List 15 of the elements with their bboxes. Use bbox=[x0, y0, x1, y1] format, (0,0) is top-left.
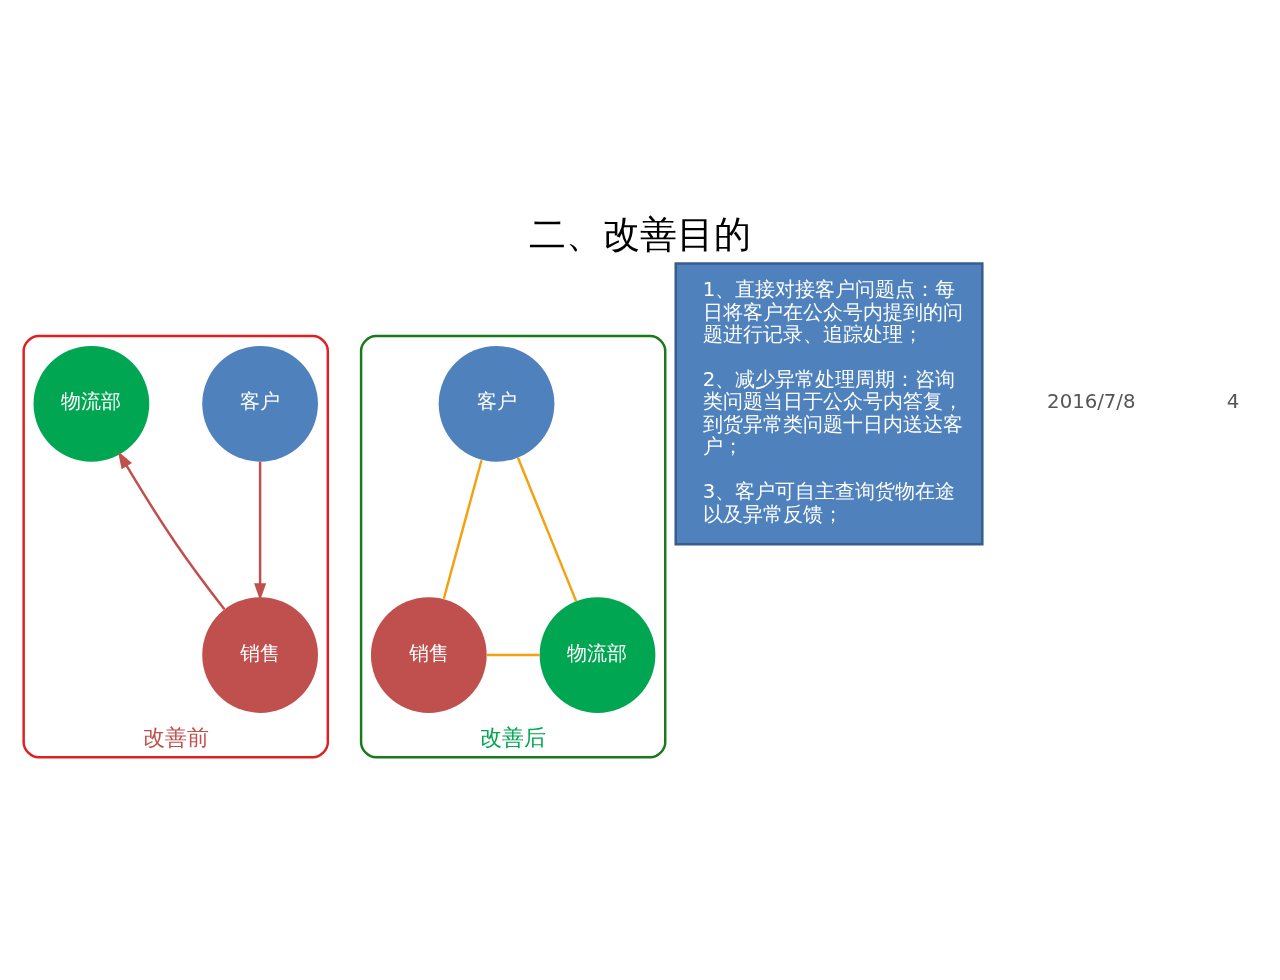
label: 4 bbox=[1226, 390, 1240, 414]
connector bbox=[486, 653, 540, 657]
label: 2016/7/8 bbox=[1047, 390, 1136, 414]
node-box: 1、直接对接客户问题点：每日将客户在公众号内提到的问题进行记录、追踪处理； 2、减少异常处理周期：咨询类问题当日于公众号内答复，到货异常类问题十日内送达客户； 3、客户可自主查询货物在途以及异常反馈； bbox=[674, 262, 984, 546]
node-circle: 销售 bbox=[202, 597, 318, 713]
diagram-title: 二、改善目的 bbox=[529, 213, 751, 257]
arrow bbox=[117, 451, 226, 610]
node-circle: 物流部 bbox=[539, 597, 656, 713]
arrow bbox=[254, 461, 267, 601]
node-circle: 物流部 bbox=[33, 345, 150, 462]
node-circle: 客户 bbox=[202, 345, 318, 462]
node-circle: 销售 bbox=[370, 597, 487, 713]
connector bbox=[442, 459, 483, 600]
connector bbox=[516, 457, 578, 602]
node-circle: 客户 bbox=[438, 345, 555, 462]
